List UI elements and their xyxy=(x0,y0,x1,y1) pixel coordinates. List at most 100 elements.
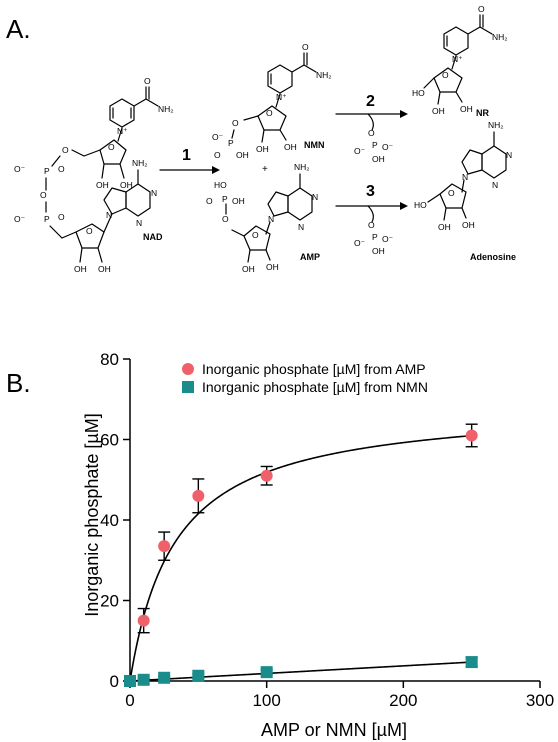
svg-text:O: O xyxy=(368,128,375,138)
data-point-nmn xyxy=(124,675,136,687)
svg-text:OH: OH xyxy=(256,144,269,154)
svg-text:P: P xyxy=(372,140,378,150)
svg-text:O⁻: O⁻ xyxy=(354,238,366,248)
data-point-amp xyxy=(137,614,150,627)
nr-label: NR xyxy=(476,108,489,118)
data-point-nmn xyxy=(158,671,171,684)
svg-text:O: O xyxy=(40,190,47,200)
data-point-amp xyxy=(465,429,478,442)
svg-text:OH: OH xyxy=(372,154,385,164)
svg-text:O⁻: O⁻ xyxy=(382,234,394,244)
svg-text:P: P xyxy=(44,166,50,176)
svg-text:OH: OH xyxy=(460,104,473,114)
svg-text:NH₂: NH₂ xyxy=(488,120,504,130)
svg-text:HO: HO xyxy=(214,180,227,190)
svg-text:N: N xyxy=(298,222,304,232)
phosphate-3: P O O⁻ O⁻ OH xyxy=(354,220,394,256)
svg-text:O: O xyxy=(478,4,485,14)
data-point-nmn xyxy=(465,656,478,669)
svg-text:O: O xyxy=(448,188,455,198)
svg-text:N⁺: N⁺ xyxy=(276,92,287,102)
svg-text:O: O xyxy=(442,70,449,80)
svg-text:O: O xyxy=(58,212,65,222)
step-2-label: 2 xyxy=(366,93,375,110)
nr-structure: O NH₂ N⁺ O OH OH HO NR xyxy=(412,4,508,118)
data-point-amp xyxy=(192,489,205,502)
svg-text:O: O xyxy=(302,42,309,52)
legend-marker-amp xyxy=(182,363,194,375)
svg-text:O: O xyxy=(62,145,69,155)
svg-text:OH: OH xyxy=(98,264,111,274)
svg-text:O: O xyxy=(252,230,259,240)
y-tick-label: 20 xyxy=(100,592,119,611)
svg-text:O⁻: O⁻ xyxy=(354,146,366,156)
data-point-amp xyxy=(260,469,273,482)
svg-text:HO: HO xyxy=(412,88,425,98)
svg-text:HO: HO xyxy=(414,200,427,210)
nad-label: NAD xyxy=(143,232,163,242)
legend-label-amp: Inorganic phosphate [µM] from AMP xyxy=(202,361,426,377)
y-axis-title: Inorganic phosphate [µM] xyxy=(82,413,102,617)
svg-text:N: N xyxy=(462,172,468,182)
svg-text:OH: OH xyxy=(120,180,133,190)
svg-text:NH₂: NH₂ xyxy=(158,104,174,114)
svg-text:N: N xyxy=(312,192,318,202)
adenosine-structure: NH₂ N N N O OH OH HO Adenosine xyxy=(414,120,516,262)
legend-marker-nmn xyxy=(182,381,194,393)
x-tick-label: 0 xyxy=(125,691,134,710)
nmn-structure: O NH₂ N⁺ O OH OH O P O⁻ O OH NMN xyxy=(212,42,332,160)
x-tick-label: 100 xyxy=(252,691,280,710)
panel-b-label: B. xyxy=(6,368,31,398)
svg-text:OH: OH xyxy=(96,180,109,190)
amp-structure: NH₂ N N N O OH OH O P HO O OH AMP xyxy=(206,162,320,274)
svg-text:P: P xyxy=(228,138,234,148)
svg-text:O: O xyxy=(58,164,65,174)
svg-text:OH: OH xyxy=(242,264,255,274)
fit-curve-nmn xyxy=(129,661,472,682)
phosphate-2: P O O⁻ O⁻ OH xyxy=(354,128,394,164)
step-1-label: 1 xyxy=(182,147,191,164)
svg-text:OH: OH xyxy=(236,150,249,160)
svg-text:OH: OH xyxy=(284,142,297,152)
svg-text:O: O xyxy=(368,220,375,230)
y-tick-label: 80 xyxy=(100,350,119,369)
fit-curve-amp xyxy=(129,434,472,682)
data-point-nmn xyxy=(137,673,150,686)
svg-text:NH₂: NH₂ xyxy=(294,162,310,172)
legend-label-nmn: Inorganic phosphate [µM] from NMN xyxy=(202,379,428,395)
svg-text:N: N xyxy=(136,218,142,228)
svg-text:OH: OH xyxy=(462,220,475,230)
svg-text:OH: OH xyxy=(232,196,245,206)
svg-text:OH: OH xyxy=(432,106,445,116)
x-tick-label: 300 xyxy=(526,691,554,710)
svg-text:N: N xyxy=(268,214,274,224)
svg-text:P: P xyxy=(222,194,228,204)
svg-text:N: N xyxy=(151,188,157,198)
svg-text:P: P xyxy=(372,232,378,242)
svg-text:N⁺: N⁺ xyxy=(117,126,128,136)
y-tick-label: 0 xyxy=(110,672,119,691)
step-3-label: 3 xyxy=(366,183,375,200)
svg-text:OH: OH xyxy=(438,222,451,232)
svg-text:O: O xyxy=(86,226,93,236)
plus-sign: + xyxy=(262,164,268,175)
svg-text:N: N xyxy=(506,150,512,160)
svg-text:O: O xyxy=(214,150,221,160)
svg-text:N⁺: N⁺ xyxy=(452,54,463,64)
svg-text:O⁻: O⁻ xyxy=(382,142,394,152)
svg-text:NH₂: NH₂ xyxy=(316,70,332,80)
svg-text:NH₂: NH₂ xyxy=(132,158,148,168)
svg-text:O: O xyxy=(206,196,213,206)
data-point-nmn xyxy=(192,669,205,682)
svg-text:O⁻: O⁻ xyxy=(212,132,224,142)
svg-text:O⁻: O⁻ xyxy=(14,164,26,174)
data-point-amp xyxy=(158,540,171,553)
y-tick-label: 40 xyxy=(100,511,119,530)
amp-label: AMP xyxy=(300,252,320,262)
data-point-nmn xyxy=(260,666,273,679)
svg-text:O: O xyxy=(266,108,273,118)
svg-text:N: N xyxy=(492,180,498,190)
x-axis-title: AMP or NMN [µM] xyxy=(261,720,407,740)
svg-text:OH: OH xyxy=(372,246,385,256)
